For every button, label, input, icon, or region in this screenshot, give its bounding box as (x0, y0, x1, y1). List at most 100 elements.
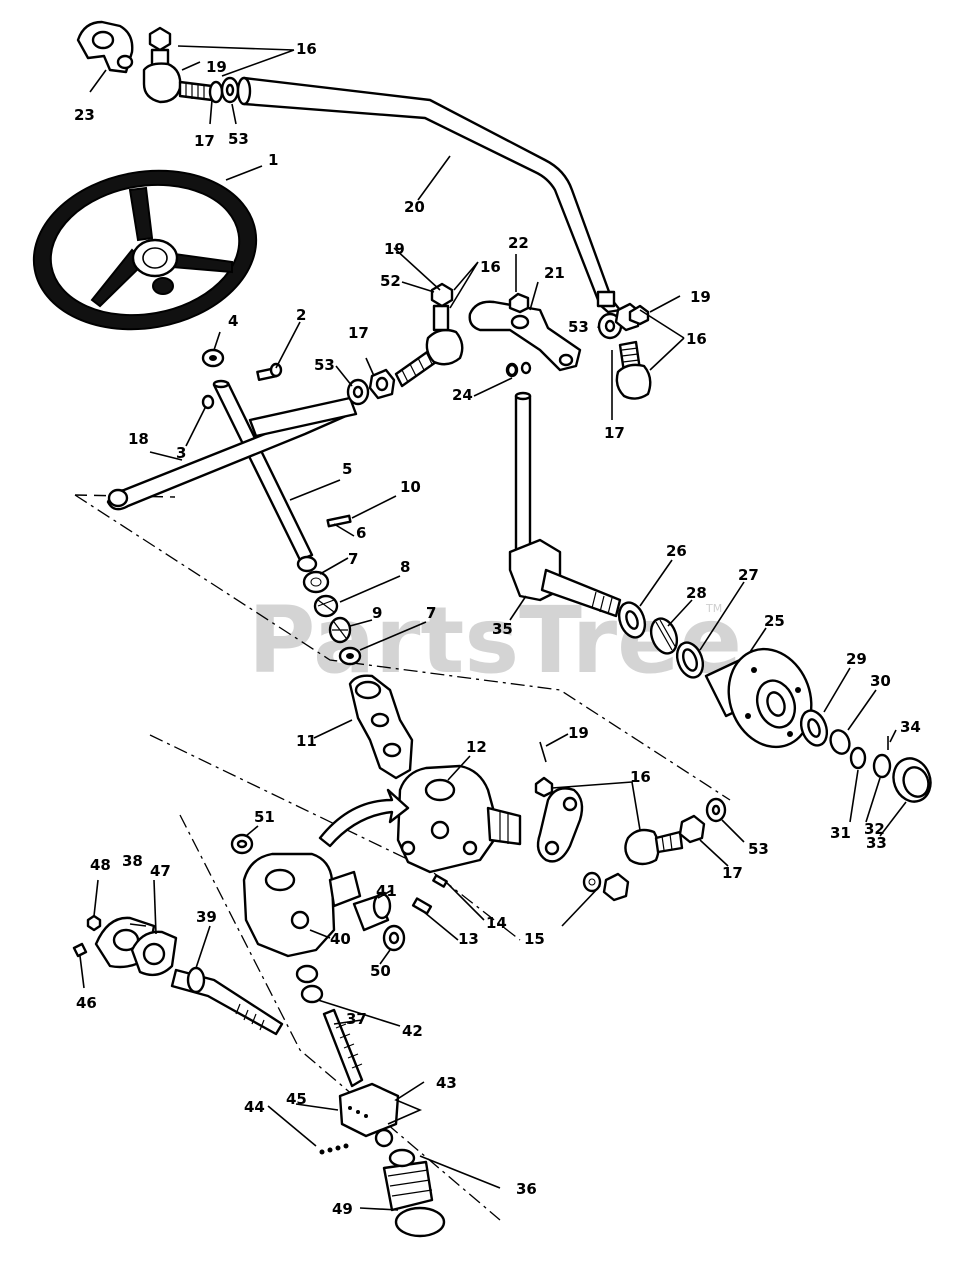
part-29-bearing (799, 709, 829, 747)
part-3-pin (201, 394, 215, 410)
part-49-adjuster-plug (382, 1148, 446, 1238)
callout-19c: 19 (690, 288, 711, 306)
callout-19b: 19 (384, 240, 405, 258)
callout-37: 37 (346, 1010, 367, 1028)
callout-28: 28 (686, 584, 707, 602)
callout-43: 43 (436, 1074, 457, 1092)
part-47-gasket (130, 930, 178, 977)
part-25-hub (704, 647, 813, 749)
callout-29: 29 (846, 650, 867, 668)
part-45-ball-nut (338, 1082, 400, 1138)
part-19-cotter-pin-lower (539, 741, 547, 763)
part-23-clamp (76, 20, 134, 74)
callout-51: 51 (254, 808, 275, 826)
callout-13: 13 (458, 930, 479, 948)
callout-16a: 16 (296, 40, 317, 58)
part-2-bolt (256, 362, 283, 381)
callout-26: 26 (666, 542, 687, 560)
part-32-nut (872, 753, 892, 779)
part-12-steering-gear (396, 764, 522, 874)
part-13-screw (411, 897, 433, 915)
callout-44: 44 (244, 1098, 265, 1116)
callout-50: 50 (370, 962, 391, 980)
part-1-steering-wheel (32, 169, 258, 331)
part-35-spindle (508, 391, 622, 618)
callout-42: 42 (402, 1022, 423, 1040)
callout-5: 5 (342, 460, 352, 478)
callout-25: 25 (764, 612, 785, 630)
part-16-tie-rod-end-left (142, 26, 240, 104)
callout-4: 4 (228, 312, 238, 330)
callout-17c: 17 (604, 424, 625, 442)
callout-39: 39 (196, 908, 217, 926)
part-41-bushing (352, 892, 392, 932)
callout-labels: 1 2 3 4 5 6 7 7 8 9 10 11 12 13 14 15 16… (74, 40, 921, 1218)
part-27-bearing-cup (675, 641, 705, 679)
part-21-steering-arm (468, 292, 582, 378)
part-48-nut (86, 914, 102, 932)
part-36-bearing-cup (374, 1128, 394, 1148)
callout-24: 24 (452, 386, 473, 404)
part-30-nut (829, 729, 851, 755)
callout-16c: 16 (686, 330, 707, 348)
part-53-washer-center (346, 378, 370, 406)
callout-20: 20 (404, 198, 425, 216)
callout-17b: 17 (348, 324, 369, 342)
callout-22: 22 (508, 234, 529, 252)
callout-15: 15 (524, 930, 545, 948)
callout-14: 14 (486, 914, 507, 932)
callout-23: 23 (74, 106, 95, 124)
callout-46: 46 (76, 994, 97, 1012)
callout-19d: 19 (568, 724, 589, 742)
callout-7a: 7 (348, 550, 358, 568)
callout-41: 41 (376, 882, 397, 900)
watermark-tm: TM (705, 602, 722, 615)
callout-48: 48 (90, 856, 111, 874)
part-51-seal (230, 833, 254, 855)
direction-arrow (318, 788, 410, 848)
callout-1: 1 (268, 151, 278, 169)
callout-47: 47 (150, 862, 171, 880)
part-16-tie-rod-end-right (597, 302, 652, 400)
callout-31: 31 (830, 824, 851, 842)
callout-30: 30 (870, 672, 891, 690)
callout-16d: 16 (630, 768, 651, 786)
part-15-pitman-arm (536, 787, 630, 902)
callout-6: 6 (356, 524, 366, 542)
callout-38: 38 (122, 852, 143, 870)
part-9-bushing (328, 616, 352, 644)
part-14-fitting (432, 874, 448, 888)
part-39-sector-shaft (170, 966, 284, 1036)
part-6-pin (326, 514, 352, 528)
callout-17a: 17 (194, 132, 215, 150)
callout-3: 3 (176, 444, 186, 462)
part-44-balls (319, 1143, 349, 1155)
part-37-worm-shaft (322, 1008, 364, 1088)
callout-49: 49 (332, 1200, 353, 1218)
part-5-steering-shaft (212, 379, 314, 562)
callout-12: 12 (466, 738, 487, 756)
part-7-spacer (302, 570, 330, 594)
callout-53b: 53 (314, 356, 335, 374)
callout-35: 35 (492, 620, 513, 638)
part-18-support-bar (106, 396, 358, 511)
callout-40: 40 (330, 930, 351, 948)
callout-10: 10 (400, 478, 421, 496)
callout-8: 8 (400, 558, 410, 576)
callout-45: 45 (286, 1090, 307, 1108)
part-33-dust-cap (892, 757, 932, 803)
part-16-tie-rod-end-lower (534, 776, 684, 866)
part-46-bolt (72, 942, 88, 958)
callout-27: 27 (738, 566, 759, 584)
part-53-washer-lower (705, 797, 727, 823)
part-31-washer (849, 746, 867, 770)
part-11-universal-joint (348, 674, 414, 780)
part-4-washer (201, 348, 225, 368)
part-24-keys (506, 363, 518, 377)
part-26-seal (617, 601, 647, 639)
part-17-nut-lower (678, 814, 706, 844)
callout-33: 33 (866, 834, 887, 852)
callout-36: 36 (516, 1180, 537, 1198)
part-50-seal (382, 924, 406, 952)
